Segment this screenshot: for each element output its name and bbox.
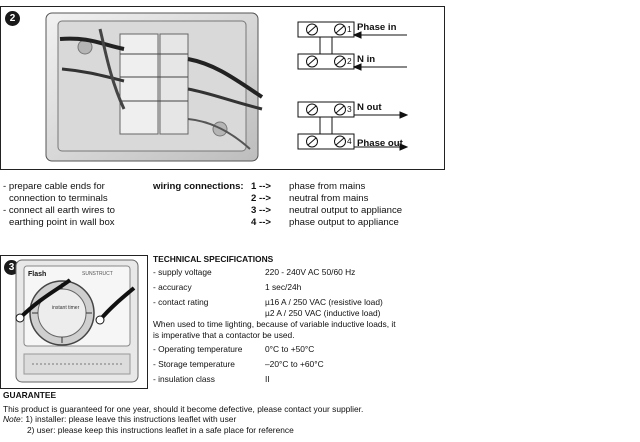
prep-line: - prepare cable ends for (3, 181, 105, 192)
wiring-desc-2: neutral from mains (289, 193, 369, 204)
terminal-number-4: 4 (347, 136, 352, 146)
timer-dial-text: instant timer (52, 305, 80, 311)
spec-value-contact-rating: µ16 A / 250 VAC (resistive load) (265, 297, 383, 307)
timer-figure-frame (0, 255, 148, 389)
terminal-label-phase-in: Phase in (357, 22, 397, 33)
specs-title: TECHNICAL SPECIFICATIONS (153, 254, 274, 264)
wiring-num-4: 4 --> (251, 217, 271, 228)
prep-line: earthing point in wall box (9, 217, 115, 228)
guarantee-note-1-text: : 1) installer: please leave this instru… (20, 414, 237, 424)
wiring-desc-1: phase from mains (289, 181, 366, 192)
wiring-desc-4: phase output to appliance (289, 217, 399, 228)
spec-value-operating-temperature: 0°C to +50°C (265, 344, 315, 354)
terminal-number-3: 3 (347, 104, 352, 114)
spec-note-line-1: When used to time lighting, because of v… (153, 319, 396, 329)
guarantee-note-1: Note: 1) installer: please leave this in… (3, 414, 236, 425)
spec-value-contact-rating-2: µ2 A / 250 VAC (inductive load) (265, 308, 381, 318)
spec-label-supply-voltage: - supply voltage (153, 267, 212, 277)
wiring-num-3: 3 --> (251, 205, 271, 216)
wiring-num-1: 1 --> (251, 181, 271, 192)
prep-instructions: - prepare cable ends for connection to t… (3, 181, 115, 229)
spec-label-insulation-class: - insulation class (153, 374, 215, 384)
terminal-number-1: 1 (347, 24, 352, 34)
timer-model: SUNSTRUCT (82, 271, 113, 277)
guarantee-note-label: Note (3, 414, 21, 424)
guarantee-note-2: 2) user: please keep this instructions l… (27, 425, 294, 435)
terminal-label-n-in: N in (357, 54, 376, 65)
terminal-diagram (297, 21, 409, 151)
timer-photo (15, 259, 139, 383)
spec-value-storage-temperature: –20°C to +60°C (265, 359, 324, 369)
spec-label-contact-rating: - contact rating (153, 297, 209, 307)
step-number-3: 3 (4, 260, 19, 275)
spec-label-accuracy: - accuracy (153, 282, 192, 292)
spec-note-line-2: is imperative that a contactor be used. (153, 330, 295, 340)
wiring-figure-frame (0, 6, 445, 170)
timer-brand: Flash (28, 271, 47, 278)
spec-label-storage-temperature: - Storage temperature (153, 359, 235, 369)
prep-line: - connect all earth wires to (3, 205, 115, 216)
spec-value-insulation-class: II (265, 374, 270, 384)
prep-line: connection to terminals (9, 193, 108, 204)
terminal-label-n-out: N out (357, 102, 382, 113)
terminal-number-2: 2 (347, 56, 352, 66)
guarantee-text: This product is guaranteed for one year,… (3, 404, 364, 414)
wiring-num-2: 2 --> (251, 193, 271, 204)
spec-value-accuracy: 1 sec/24h (265, 282, 302, 292)
spec-value-supply-voltage: 220 - 240V AC 50/60 Hz (265, 267, 356, 277)
wiring-desc-3: neutral output to appliance (289, 205, 403, 216)
wiring-title: wiring connections: (153, 181, 244, 192)
terminal-label-phase-out: Phase out (357, 138, 403, 149)
guarantee-title: GUARANTEE (3, 390, 57, 400)
spec-label-operating-temperature: - Operating temperature (153, 344, 243, 354)
step-number-2: 2 (5, 11, 20, 26)
junction-box-photo (40, 9, 265, 165)
